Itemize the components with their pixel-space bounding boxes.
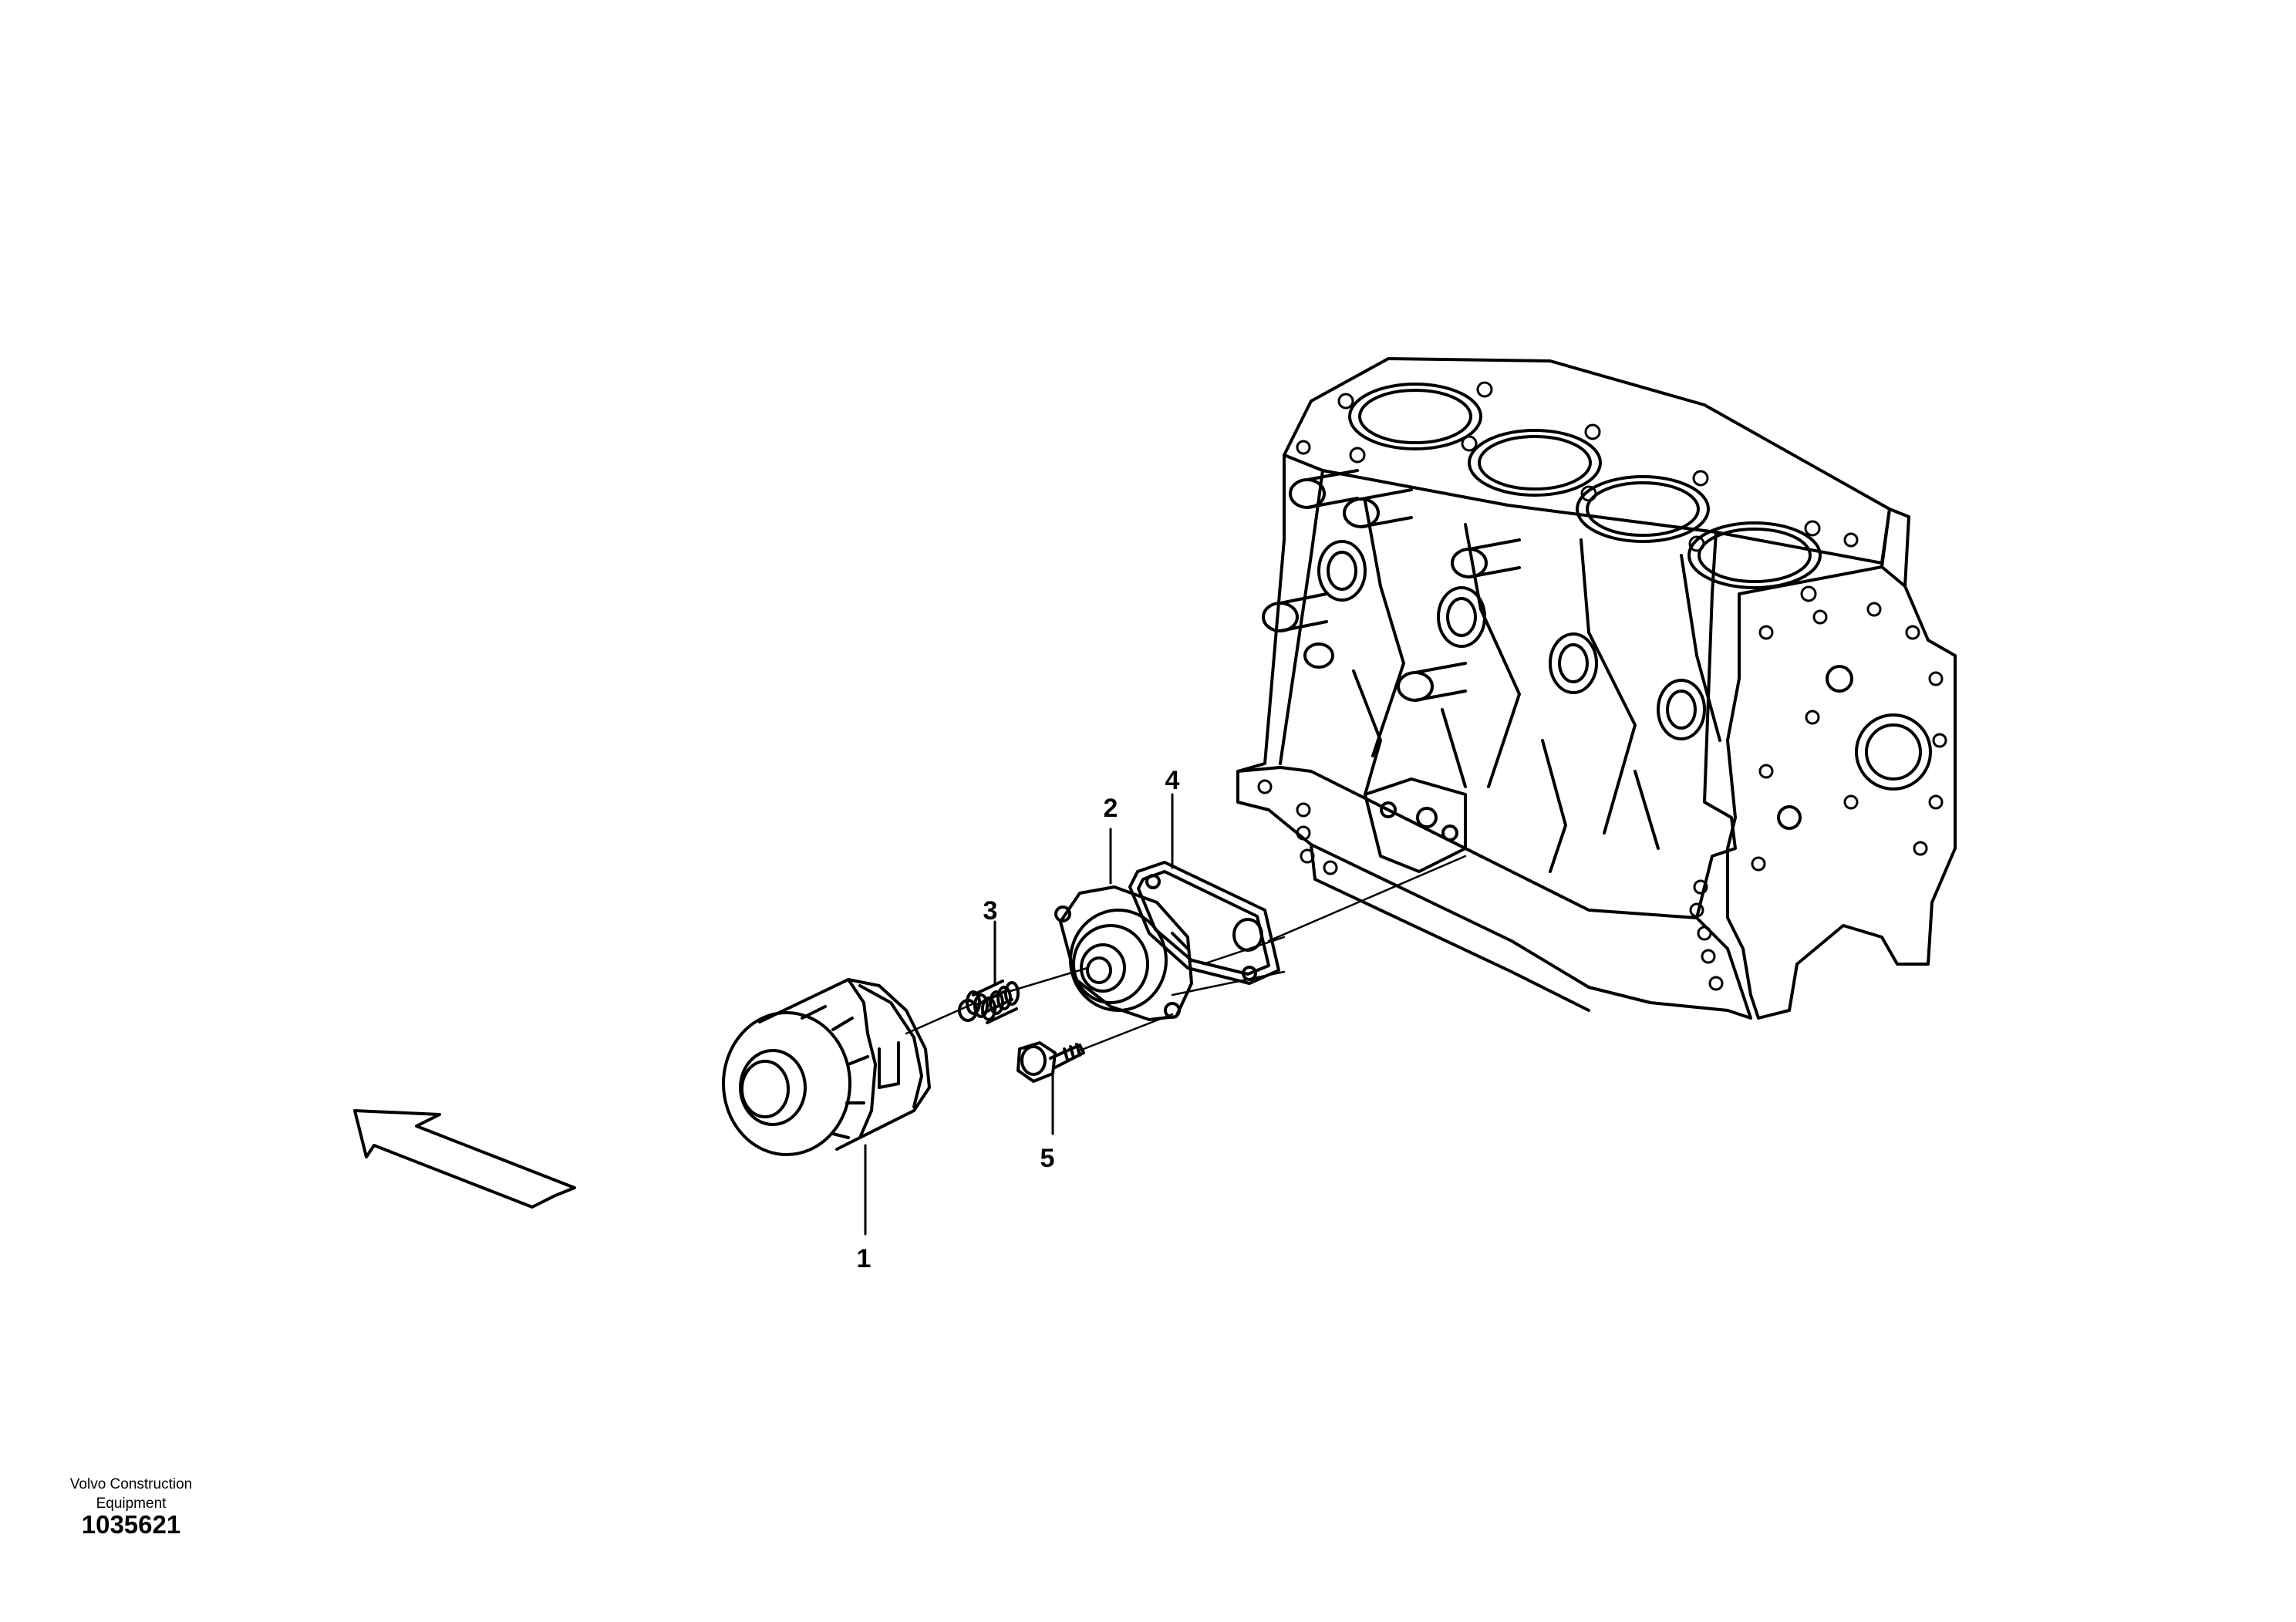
callout-2: 2 (1103, 794, 1118, 823)
bolt (1017, 1041, 1085, 1083)
engine-block (1236, 357, 1957, 1020)
callout-5: 5 (1040, 1144, 1055, 1173)
filter-adapter (1054, 885, 1193, 1021)
callout-4: 4 (1165, 766, 1180, 795)
company-credit-line-1: Volvo Construction (69, 1476, 193, 1492)
callout-3: 3 (983, 896, 998, 926)
company-credit-line-2: Equipment (96, 1496, 167, 1512)
figure-number: 1035621 (81, 1510, 181, 1539)
gasket (1128, 861, 1280, 985)
spring (958, 980, 1020, 1024)
company-credit: Volvo Construction Equipment (54, 1475, 208, 1513)
leader-lines (864, 793, 1174, 1236)
callout-1: 1 (856, 1244, 872, 1273)
assembly-lines (905, 855, 1467, 1052)
oil-filter (722, 978, 931, 1156)
view-direction-arrow (353, 1109, 576, 1209)
